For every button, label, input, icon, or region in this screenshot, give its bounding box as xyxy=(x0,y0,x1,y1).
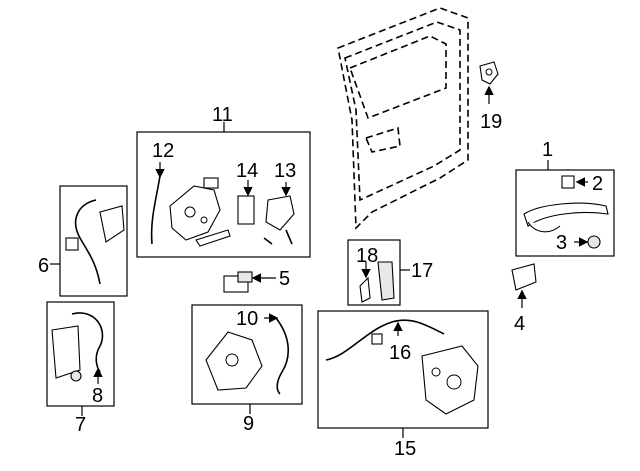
callout-15: 15 xyxy=(394,438,416,460)
callout-5: 5 xyxy=(279,268,290,290)
box-15-rear-lock xyxy=(317,310,489,438)
callout-3: 3 xyxy=(556,232,567,254)
part-5-switch xyxy=(223,271,276,293)
box-17-handle-cover xyxy=(347,239,410,306)
sliding-door-outline xyxy=(337,7,469,230)
callout-2: 2 xyxy=(592,173,603,195)
callout-18: 18 xyxy=(356,245,378,267)
box-6-cable xyxy=(50,185,128,297)
callout-9: 9 xyxy=(243,413,254,435)
callout-6: 6 xyxy=(38,255,49,277)
callout-11: 11 xyxy=(212,104,233,126)
callout-4: 4 xyxy=(514,313,525,335)
part-4-cover xyxy=(511,263,537,308)
callout-1: 1 xyxy=(542,139,553,161)
part-19-striker xyxy=(479,61,499,104)
callout-14: 14 xyxy=(236,160,258,182)
callout-8: 8 xyxy=(92,385,103,407)
callout-7: 7 xyxy=(75,414,86,436)
callout-16: 16 xyxy=(389,342,411,364)
callout-10: 10 xyxy=(236,308,258,330)
callout-17: 17 xyxy=(411,260,433,282)
callout-13: 13 xyxy=(274,160,296,182)
box-outside-handle xyxy=(515,160,615,257)
box-11-lock-assembly xyxy=(136,122,311,258)
callout-12: 12 xyxy=(152,140,174,162)
callout-19: 19 xyxy=(480,111,502,133)
box-7-latch xyxy=(46,301,115,416)
box-9-actuator xyxy=(191,304,303,414)
